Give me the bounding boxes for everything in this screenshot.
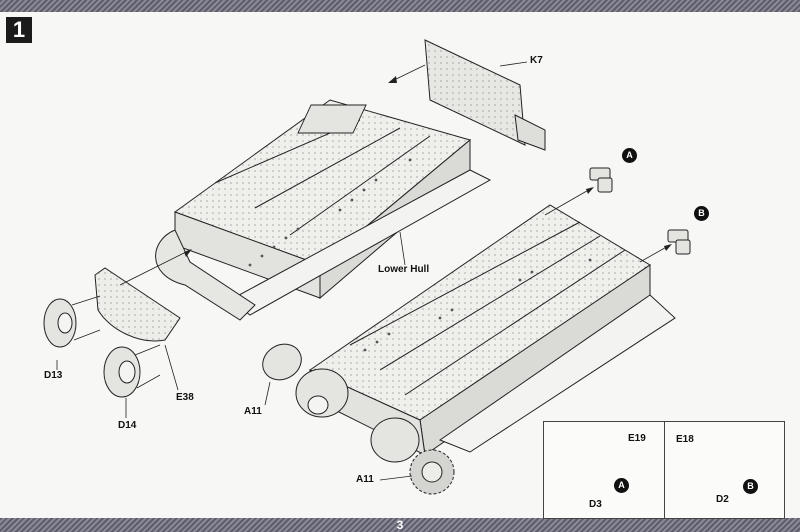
- detail-inset-panel: [543, 421, 785, 519]
- bottom-decorative-band: [0, 518, 800, 532]
- right-lower-hull: [295, 204, 676, 495]
- part-e38-skirt: [94, 267, 181, 342]
- top-decorative-band: [0, 0, 800, 12]
- label-a11-bottom: A11: [356, 474, 374, 485]
- part-d13-hub: [43, 298, 77, 348]
- label-k7: K7: [530, 55, 543, 66]
- label-d14: D14: [118, 420, 137, 431]
- callout-b-inset: B: [743, 479, 758, 494]
- label-d3: D3: [589, 499, 602, 510]
- part-b-assembly: [667, 229, 691, 255]
- label-d2: D2: [716, 494, 729, 505]
- left-lower-hull: [155, 99, 492, 321]
- label-e19: E19: [628, 433, 646, 444]
- part-k7-rear-plate: [424, 39, 546, 151]
- label-e18: E18: [676, 434, 694, 445]
- inset-divider: [664, 422, 665, 518]
- label-e38: E38: [176, 392, 194, 403]
- callout-a-main: A: [622, 148, 637, 163]
- label-a11-left: A11: [244, 406, 262, 417]
- callout-b-main: B: [694, 206, 709, 221]
- page-number: 3: [396, 518, 404, 532]
- part-d14-hub: [103, 346, 141, 398]
- label-lower-hull: Lower Hull: [378, 264, 430, 275]
- part-a-assembly: [589, 167, 613, 193]
- label-d13: D13: [44, 370, 63, 381]
- part-a11-cover: [262, 343, 302, 381]
- step-number-badge: 1: [6, 17, 32, 43]
- callout-a-inset: A: [614, 478, 629, 493]
